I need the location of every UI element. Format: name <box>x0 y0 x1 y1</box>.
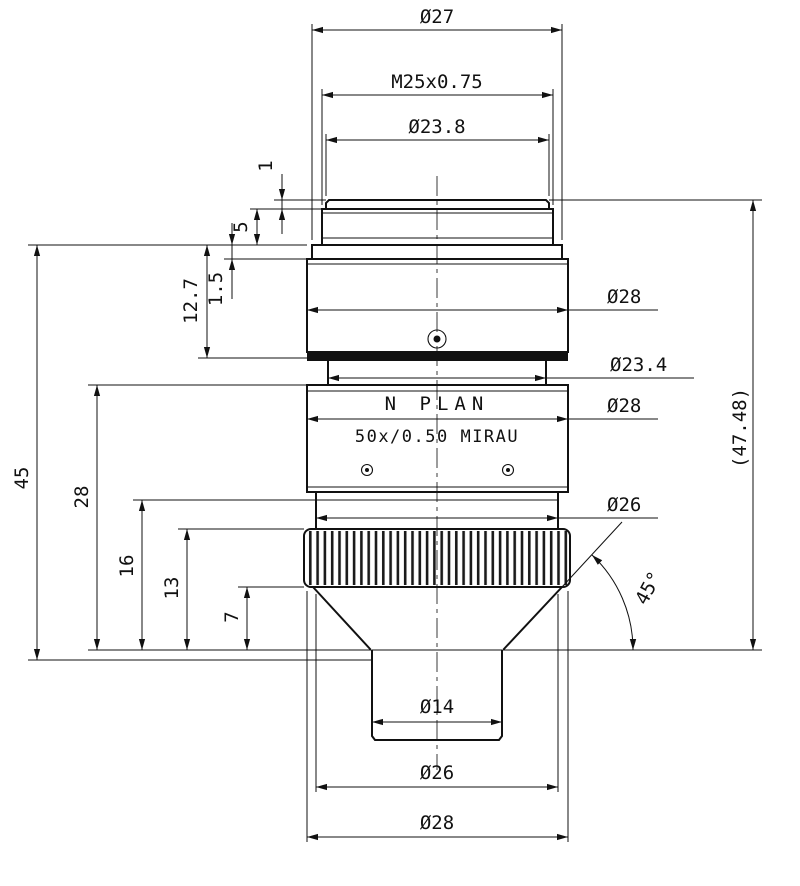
right-set-screw-icon <box>501 463 515 477</box>
dimensions-top-left: 1 5 1.5 12.7 <box>180 160 286 358</box>
knurl-ring <box>303 528 571 588</box>
dim-label-d27: Ø27 <box>420 6 454 28</box>
dim-label-angle: 45° <box>631 568 667 609</box>
main-barrel <box>306 384 569 493</box>
dimension-cone-angle: 45° <box>561 521 667 651</box>
left-set-screw-icon <box>360 463 374 477</box>
dim-label-h1: 1 <box>255 160 277 171</box>
dim-label-d26-grip: Ø26 <box>607 494 641 516</box>
dim-label-d14: Ø14 <box>420 696 454 718</box>
groove-band <box>307 352 568 361</box>
dim-label-d28-lower: Ø28 <box>420 812 454 834</box>
dimensions-diameters: Ø28 Ø23.4 Ø28 Ø26 <box>307 286 694 522</box>
cone-right-edge <box>502 586 563 651</box>
dimensions-bottom: Ø14 Ø26 Ø28 <box>306 591 569 842</box>
dim-label-thread: M25x0.75 <box>391 71 483 93</box>
set-screws <box>360 329 515 477</box>
dim-label-h16: 16 <box>116 555 138 578</box>
dim-label-h13: 13 <box>161 577 183 600</box>
dim-label-h28: 28 <box>71 486 93 509</box>
dim-label-d28-upper: Ø28 <box>607 286 641 308</box>
cone-left-edge <box>312 586 372 651</box>
dimensions-top: Ø27 M25x0.75 Ø23.8 <box>311 6 563 240</box>
dim-label-h15: 1.5 <box>205 272 227 306</box>
objective-outline <box>303 199 571 741</box>
dim-label-d238: Ø23.8 <box>408 116 465 138</box>
extension-lines-left <box>28 199 371 661</box>
engraving-line1: N PLAN <box>385 393 490 415</box>
dim-label-h45: 45 <box>11 467 33 490</box>
engraving-line2: 50x/0.50 MIRAU <box>355 427 519 447</box>
knurl-ribs <box>306 531 568 585</box>
dim-label-d28-body: Ø28 <box>607 395 641 417</box>
dim-label-d26-lower: Ø26 <box>420 762 454 784</box>
dimensions-left: 45 28 16 13 7 <box>11 245 251 660</box>
dim-label-total: (47.48) <box>729 388 751 468</box>
dim-label-h7: 7 <box>221 611 243 622</box>
upper-set-screw-icon <box>427 329 447 349</box>
dim-label-h5: 5 <box>230 221 252 232</box>
dim-label-d234: Ø23.4 <box>610 354 667 376</box>
dimension-overall-right: (47.48) <box>503 199 762 651</box>
engraving: N PLAN 50x/0.50 MIRAU <box>355 393 519 447</box>
dim-label-h127: 12.7 <box>180 278 202 324</box>
